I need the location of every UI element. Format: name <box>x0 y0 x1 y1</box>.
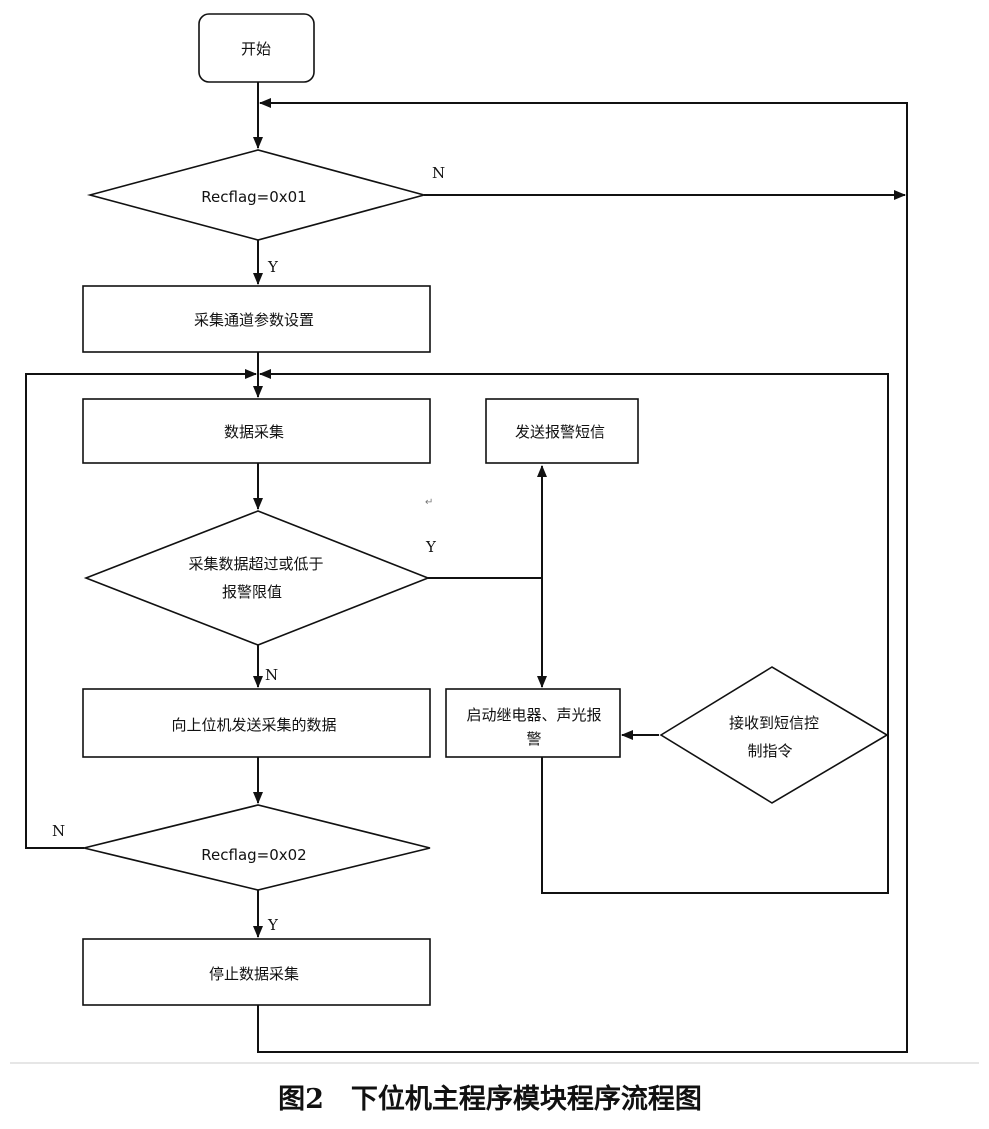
send-sms-label: 发送报警短信 <box>515 423 605 441</box>
decision3-label: Recflag=0x02 <box>201 846 306 864</box>
collect-box <box>82 398 431 464</box>
label-n-decision2: N <box>265 666 278 684</box>
send-upper-box <box>82 688 431 758</box>
set-params-label: 采集通道参数设置 <box>194 311 314 329</box>
label-y-decision2: Y <box>425 538 437 556</box>
edge-decision3-no-loop <box>25 369 257 849</box>
send-upper-label: 向上位机发送采集的数据 <box>171 716 336 734</box>
stop-box <box>82 938 431 1006</box>
collect-label: 数据采集 <box>224 423 284 441</box>
connectors <box>25 82 908 1053</box>
edge-stop-loop-to-top <box>257 98 908 1053</box>
set-params-box <box>82 285 431 353</box>
stop-label: 停止数据采集 <box>209 965 299 983</box>
start-node <box>198 13 315 83</box>
decision2-label-line2: 报警限值 <box>222 583 282 601</box>
decision-recflag1 <box>86 149 428 241</box>
label-y-decision3: Y <box>267 916 279 934</box>
start-label: 开始 <box>241 40 271 58</box>
decision-recflag2 <box>83 804 431 891</box>
decision2-label-line1: 采集数据超过或低于 <box>188 555 323 573</box>
relay-alarm-box <box>445 688 621 758</box>
recv-sms-label-line1: 接收到短信控 <box>729 714 819 732</box>
relay-alarm-label-line1: 启动继电器、声光报 <box>466 706 601 724</box>
label-y-decision1: Y <box>267 258 279 276</box>
decision-recv-sms <box>659 666 889 804</box>
decision1-label: Recflag=0x01 <box>201 188 306 206</box>
figure-caption: 图2 下位机主程序模块程序流程图 <box>278 1083 702 1115</box>
recv-sms-label-line2: 制指令 <box>747 742 792 760</box>
relay-alarm-label-line2: 警 <box>526 730 541 748</box>
edge-alarm-loop <box>259 369 889 894</box>
send-sms-box <box>485 398 639 464</box>
label-n-decision3: N <box>52 822 65 840</box>
paragraph-mark: ↵ <box>425 497 433 508</box>
label-n-decision1: N <box>432 164 445 182</box>
decision-threshold <box>83 510 431 646</box>
